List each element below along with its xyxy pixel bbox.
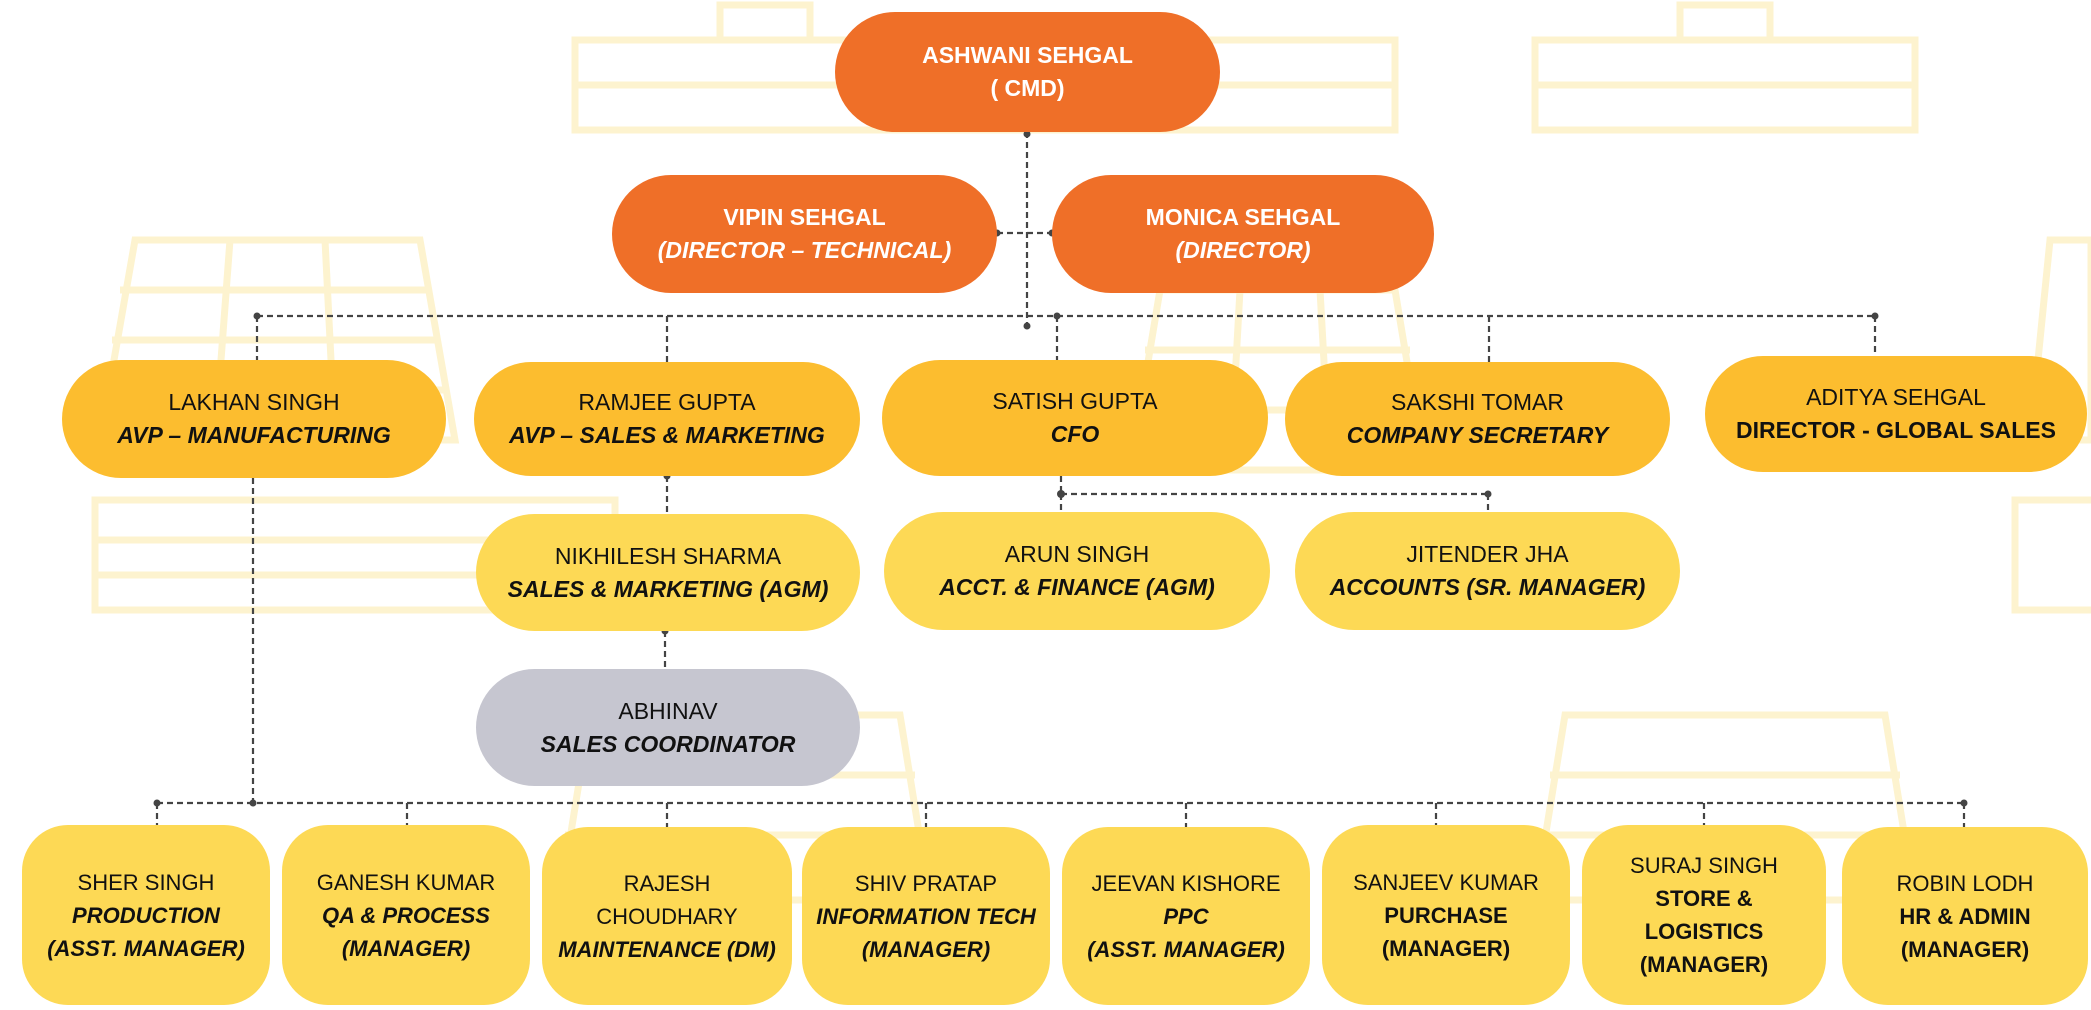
node-ramjee: RAMJEE GUPTA AVP – SALES & MARKETING (474, 362, 860, 476)
node-name: GANESH KUMAR (316, 869, 496, 895)
node-name: ROBIN LODH (1896, 870, 2034, 896)
node-role: (MANAGER) (1900, 936, 2030, 962)
node-role: (DIRECTOR) (1175, 237, 1311, 263)
node-role: COMPANY SECRETARY (1346, 422, 1609, 448)
node-name: ABHINAV (618, 697, 718, 724)
node-aditya: ADITYA SEHGAL DIRECTOR - GLOBAL SALES (1705, 356, 2087, 472)
node-jeevan: JEEVAN KISHORE PPC (ASST. MANAGER) (1062, 827, 1310, 1005)
node-name: SHER SINGH (77, 869, 215, 895)
node-role: PRODUCTION (72, 902, 220, 928)
node-role: ACCT. & FINANCE (AGM) (939, 574, 1215, 600)
node-cmd: ASHWANI SEHGAL ( CMD) (835, 12, 1220, 132)
node-abhinav: ABHINAV SALES COORDINATOR (476, 669, 860, 786)
node-role: QA & PROCESS (322, 902, 490, 928)
node-robin: ROBIN LODH HR & ADMIN (MANAGER) (1842, 827, 2088, 1005)
node-role: LOGISTICS (1644, 919, 1764, 944)
node-name: RAJESH (623, 870, 711, 896)
node-role: SALES & MARKETING (AGM) (507, 575, 829, 602)
node-name: JEEVAN KISHORE (1091, 870, 1281, 896)
node-lakhan: LAKHAN SINGH AVP – MANUFACTURING (62, 360, 446, 478)
node-name: SATISH GUPTA (992, 388, 1158, 414)
node-role: (MANAGER) (341, 935, 471, 961)
node-role: (MANAGER) (861, 936, 991, 962)
node-role: MAINTENANCE (DM) (558, 936, 776, 962)
node-role: DIRECTOR - GLOBAL SALES (1736, 417, 2056, 443)
node-role: INFORMATION TECH (816, 903, 1036, 929)
node-name: RAMJEE GUPTA (578, 389, 756, 415)
node-nikhilesh: NIKHILESH SHARMA SALES & MARKETING (AGM) (476, 514, 860, 631)
node-name: ADITYA SEHGAL (1806, 384, 1986, 410)
node-name: MONICA SEHGAL (1145, 204, 1341, 230)
node-role: CFO (1050, 421, 1100, 447)
node-sakshi: SAKSHI TOMAR COMPANY SECRETARY (1285, 362, 1670, 476)
node-name: NIKHILESH SHARMA (554, 542, 782, 569)
node-name: SANJEEV KUMAR (1353, 869, 1539, 895)
node-role: (MANAGER) (1381, 935, 1511, 961)
node-suraj: SURAJ SINGH STORE & LOGISTICS (MANAGER) (1582, 825, 1826, 1005)
node-role: AVP – MANUFACTURING (117, 422, 391, 448)
node-jitender: JITENDER JHA ACCOUNTS (SR. MANAGER) (1295, 512, 1680, 630)
node-role: ( CMD) (990, 75, 1065, 101)
node-name: SHIV PRATAP (854, 870, 998, 896)
node-role: PURCHASE (1384, 902, 1508, 928)
node-name: CHOUDHARY (596, 903, 738, 929)
node-name: JITENDER JHA (1406, 541, 1569, 567)
node-role: (ASST. MANAGER) (1087, 936, 1285, 962)
node-name: ASHWANI SEHGAL (922, 42, 1133, 68)
node-role: (ASST. MANAGER) (47, 935, 245, 961)
node-role: ACCOUNTS (SR. MANAGER) (1329, 574, 1646, 600)
node-shiv: SHIV PRATAP INFORMATION TECH (MANAGER) (802, 827, 1050, 1005)
node-arun: ARUN SINGH ACCT. & FINANCE (AGM) (884, 512, 1270, 630)
node-role: AVP – SALES & MARKETING (509, 422, 825, 448)
node-name: SAKSHI TOMAR (1391, 389, 1564, 415)
node-vipin: VIPIN SEHGAL (DIRECTOR – TECHNICAL) (612, 175, 997, 293)
node-satish: SATISH GUPTA CFO (882, 360, 1268, 476)
node-ganesh: GANESH KUMAR QA & PROCESS (MANAGER) (282, 825, 530, 1005)
node-role: STORE & (1655, 886, 1753, 911)
node-role: HR & ADMIN (1899, 903, 2031, 929)
node-role: SALES COORDINATOR (540, 730, 796, 757)
node-name: SURAJ SINGH (1630, 853, 1778, 878)
node-name: VIPIN SEHGAL (723, 204, 886, 230)
node-monica: MONICA SEHGAL (DIRECTOR) (1052, 175, 1434, 293)
node-name: LAKHAN SINGH (168, 389, 340, 415)
node-name: ARUN SINGH (1004, 541, 1150, 567)
node-role: PPC (1163, 903, 1209, 929)
node-sanjeev: SANJEEV KUMAR PURCHASE (MANAGER) (1322, 825, 1570, 1005)
node-role: (DIRECTOR – TECHNICAL) (657, 237, 952, 263)
node-rajesh: RAJESH CHOUDHARY MAINTENANCE (DM) (542, 827, 792, 1005)
node-sher: SHER SINGH PRODUCTION (ASST. MANAGER) (22, 825, 270, 1005)
node-role: (MANAGER) (1639, 952, 1769, 977)
